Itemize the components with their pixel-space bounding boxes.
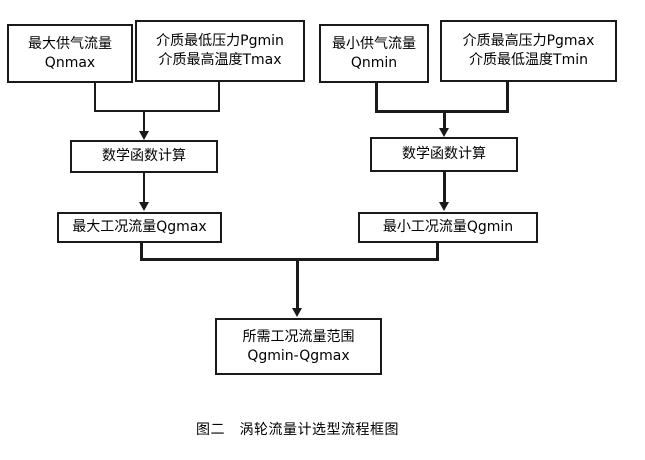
edge-min-pressure-max-temp-stem	[218, 82, 220, 112]
node-max-supply-flow-line1: 最大供气流量	[28, 35, 112, 52]
edge-qgmax-stem	[140, 243, 143, 260]
edge-max-supply-flow-stem	[94, 83, 96, 112]
edge-left-merge-bar	[94, 110, 220, 112]
node-max-pressure-min-temp[interactable]: 介质最高压力Pgmax 介质最低温度Tmin	[440, 20, 617, 82]
node-required-range[interactable]: 所需工况流量范围 Qgmin-Qgmax	[215, 318, 382, 375]
node-max-pressure-min-temp-line1: 介质最高压力Pgmax	[462, 33, 595, 50]
edge-results-merge-arrowhead	[292, 308, 302, 317]
edge-right-merge-drop	[443, 110, 446, 129]
edge-mathleft-to-qgmax-arrowhead	[139, 202, 149, 211]
node-qgmin-result[interactable]: 最小工况流量Qgmin	[358, 212, 538, 243]
edge-mathright-to-qgmin-arrowhead	[439, 202, 449, 211]
node-math-calc-left-label: 数学函数计算	[102, 148, 186, 165]
edge-qgmin-stem	[436, 243, 439, 260]
edge-max-pressure-min-temp-stem	[506, 82, 509, 112]
node-min-supply-flow-line1: 最小供气流量	[332, 35, 416, 52]
edge-results-merge-drop	[296, 258, 299, 310]
edge-mathleft-to-qgmax	[143, 173, 145, 203]
edge-right-merge-arrowhead	[439, 128, 449, 137]
node-required-range-line1: 所需工况流量范围	[242, 328, 355, 345]
edge-left-merge-arrowhead	[139, 131, 149, 140]
node-min-supply-flow[interactable]: 最小供气流量 Qnmin	[319, 24, 429, 83]
node-max-supply-flow-line2: Qnmax	[44, 54, 96, 71]
node-math-calc-left[interactable]: 数学函数计算	[70, 140, 218, 173]
node-math-calc-right-label: 数学函数计算	[402, 146, 486, 163]
node-max-pressure-min-temp-line2: 介质最低温度Tmin	[469, 52, 588, 68]
edge-left-merge-drop	[143, 110, 145, 132]
edge-min-supply-flow-stem	[375, 83, 378, 112]
edge-right-merge-bar	[375, 110, 509, 113]
node-qgmin-result-label: 最小工况流量Qgmin	[382, 219, 514, 236]
edge-mathright-to-qgmin	[443, 172, 446, 203]
node-qgmax-result-label: 最大工况流量Qgmax	[72, 219, 207, 236]
figure-caption: 图二 涡轮流量计选型流程框图	[196, 422, 399, 438]
node-min-pressure-max-temp-line1: 介质最低压力Pgmin	[156, 33, 284, 50]
node-max-supply-flow[interactable]: 最大供气流量 Qnmax	[7, 24, 133, 83]
node-min-pressure-max-temp-line2: 介质最高温度Tmax	[158, 52, 282, 68]
node-math-calc-right[interactable]: 数学函数计算	[370, 137, 518, 172]
node-qgmax-result[interactable]: 最大工况流量Qgmax	[57, 212, 222, 243]
node-min-pressure-max-temp[interactable]: 介质最低压力Pgmin 介质最高温度Tmax	[135, 20, 305, 82]
node-min-supply-flow-line2: Qnmin	[350, 54, 398, 71]
edge-results-merge-bar	[140, 258, 439, 261]
node-required-range-line2: Qgmin-Qgmax	[247, 347, 350, 364]
